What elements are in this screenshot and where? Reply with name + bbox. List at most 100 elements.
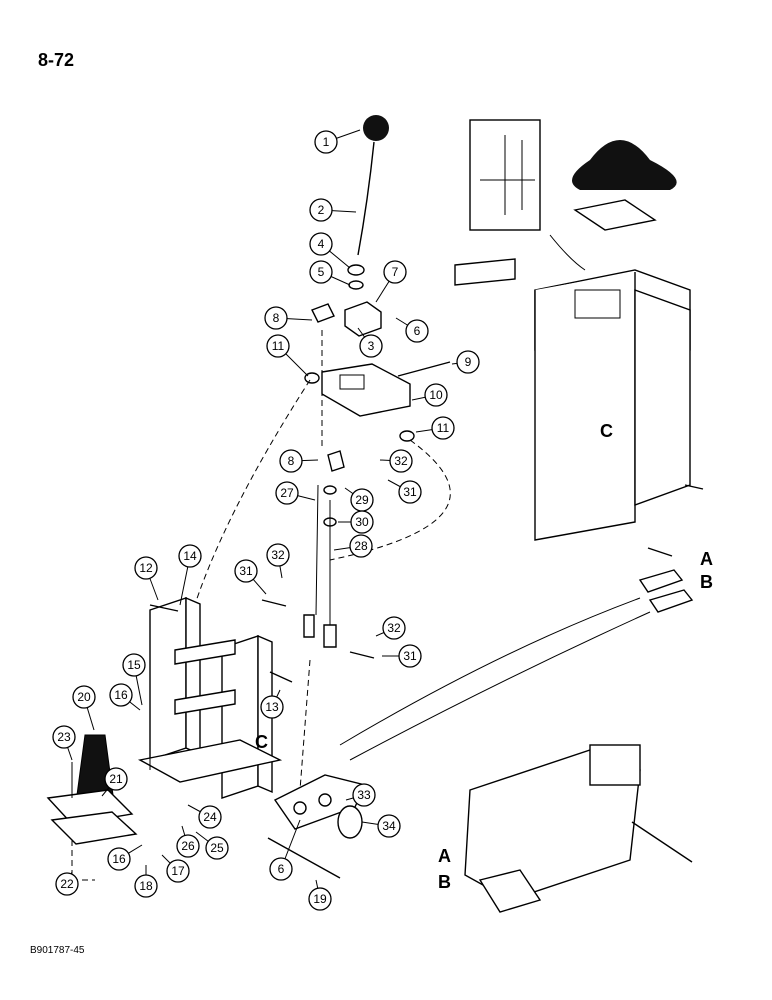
bushing-34 bbox=[337, 805, 363, 839]
frame-bolt-13 bbox=[269, 671, 293, 683]
clevis-pin-31b bbox=[349, 651, 375, 659]
callout-2: 2 bbox=[309, 198, 357, 222]
shift-pattern-decal bbox=[469, 119, 541, 231]
svg-text:11: 11 bbox=[437, 421, 450, 435]
svg-text:14: 14 bbox=[183, 549, 197, 563]
svg-text:27: 27 bbox=[280, 486, 294, 500]
page-number: 8-72 bbox=[38, 50, 75, 70]
callout-10: 10 bbox=[411, 383, 448, 407]
callout-8: 8 bbox=[264, 306, 313, 330]
callout-3: 3 bbox=[357, 327, 383, 358]
pivot-bracket bbox=[321, 363, 411, 417]
bushing-left bbox=[304, 372, 320, 384]
svg-text:15: 15 bbox=[127, 658, 141, 672]
callout-28: 28 bbox=[333, 534, 373, 558]
callout-11-2: 11 bbox=[266, 334, 309, 377]
svg-text:31: 31 bbox=[403, 485, 417, 499]
callout-4: 4 bbox=[309, 232, 351, 269]
bushing-right bbox=[399, 430, 415, 442]
svg-text:16: 16 bbox=[114, 688, 128, 702]
cable-end-a bbox=[638, 569, 684, 593]
svg-text:9: 9 bbox=[465, 355, 472, 369]
callout-11: 11 bbox=[415, 416, 455, 440]
callout-32-7: 32 bbox=[375, 616, 406, 640]
svg-text:20: 20 bbox=[77, 690, 91, 704]
svg-text:8: 8 bbox=[288, 454, 295, 468]
svg-text:25: 25 bbox=[210, 841, 224, 855]
filler-strip bbox=[454, 258, 516, 286]
svg-text:11: 11 bbox=[272, 339, 285, 353]
callout-6-9: 6 bbox=[269, 819, 301, 881]
console-cover bbox=[534, 269, 691, 541]
svg-text:26: 26 bbox=[181, 839, 195, 853]
svg-text:7: 7 bbox=[392, 265, 399, 279]
callout-29: 29 bbox=[344, 487, 374, 512]
callout-30: 30 bbox=[338, 510, 374, 534]
ref-letter-a-lower: A bbox=[438, 846, 451, 866]
boot-gasket bbox=[573, 199, 657, 231]
lever-frame bbox=[137, 596, 283, 799]
svg-text:8: 8 bbox=[273, 311, 280, 325]
ref-letter-c-frame: C bbox=[255, 732, 268, 752]
callout-15: 15 bbox=[122, 653, 146, 706]
svg-text:5: 5 bbox=[318, 265, 325, 279]
ref-letter-c-console: C bbox=[600, 421, 613, 441]
callout-7: 7 bbox=[375, 260, 407, 303]
callout-32-5: 32 bbox=[266, 543, 290, 579]
svg-text:12: 12 bbox=[139, 561, 153, 575]
cable-pin bbox=[647, 547, 673, 557]
callout-20: 20 bbox=[72, 685, 96, 731]
svg-text:28: 28 bbox=[354, 539, 368, 553]
svg-text:1: 1 bbox=[323, 135, 330, 149]
svg-text:10: 10 bbox=[429, 388, 443, 402]
svg-text:29: 29 bbox=[355, 493, 369, 507]
gasket-plate bbox=[50, 811, 138, 845]
jam-nut bbox=[347, 264, 365, 276]
upper-clevis bbox=[327, 450, 345, 472]
callout-6: 6 bbox=[395, 317, 429, 343]
svg-text:21: 21 bbox=[109, 772, 123, 786]
svg-text:19: 19 bbox=[313, 892, 327, 906]
callout-16: 16 bbox=[109, 683, 141, 711]
control-cable-a bbox=[339, 597, 641, 746]
callout-23: 23 bbox=[52, 725, 76, 761]
svg-text:22: 22 bbox=[60, 877, 74, 891]
callout-31-6: 31 bbox=[382, 644, 422, 668]
callout-22: 22 bbox=[55, 871, 79, 896]
control-valve bbox=[464, 744, 641, 913]
callout-34: 34 bbox=[361, 814, 401, 838]
svg-text:24: 24 bbox=[203, 810, 217, 824]
svg-text:3: 3 bbox=[368, 339, 375, 353]
callout-27: 27 bbox=[275, 481, 316, 505]
svg-text:31: 31 bbox=[239, 564, 253, 578]
rod-clevis-right bbox=[323, 624, 337, 648]
callout-16-8: 16 bbox=[107, 844, 143, 871]
control-rod-27 bbox=[315, 484, 319, 616]
svg-text:23: 23 bbox=[57, 730, 71, 744]
svg-text:34: 34 bbox=[382, 819, 396, 833]
callout-12: 12 bbox=[134, 556, 159, 601]
svg-text:31: 31 bbox=[403, 649, 417, 663]
ref-letter-b-upper: B bbox=[700, 572, 713, 592]
callout-19: 19 bbox=[308, 879, 332, 911]
shift-boot bbox=[572, 140, 677, 190]
svg-text:16: 16 bbox=[112, 852, 126, 866]
callout-1: 1 bbox=[314, 129, 361, 154]
svg-text:13: 13 bbox=[265, 700, 279, 714]
svg-text:6: 6 bbox=[414, 324, 421, 338]
svg-text:32: 32 bbox=[271, 548, 285, 562]
callout-24: 24 bbox=[187, 804, 222, 829]
valve-bolt bbox=[631, 821, 693, 863]
svg-text:33: 33 bbox=[357, 788, 371, 802]
callout-31-4: 31 bbox=[234, 559, 267, 595]
pivot-bolt bbox=[311, 303, 335, 323]
callout-33: 33 bbox=[345, 783, 376, 807]
callout-8-3: 8 bbox=[279, 449, 319, 473]
shift-lever bbox=[357, 141, 375, 256]
cover-bolt bbox=[684, 484, 704, 490]
callout-18: 18 bbox=[134, 865, 158, 898]
callout-13: 13 bbox=[260, 689, 284, 719]
callout-9: 9 bbox=[451, 350, 480, 374]
callout-26: 26 bbox=[176, 825, 200, 858]
